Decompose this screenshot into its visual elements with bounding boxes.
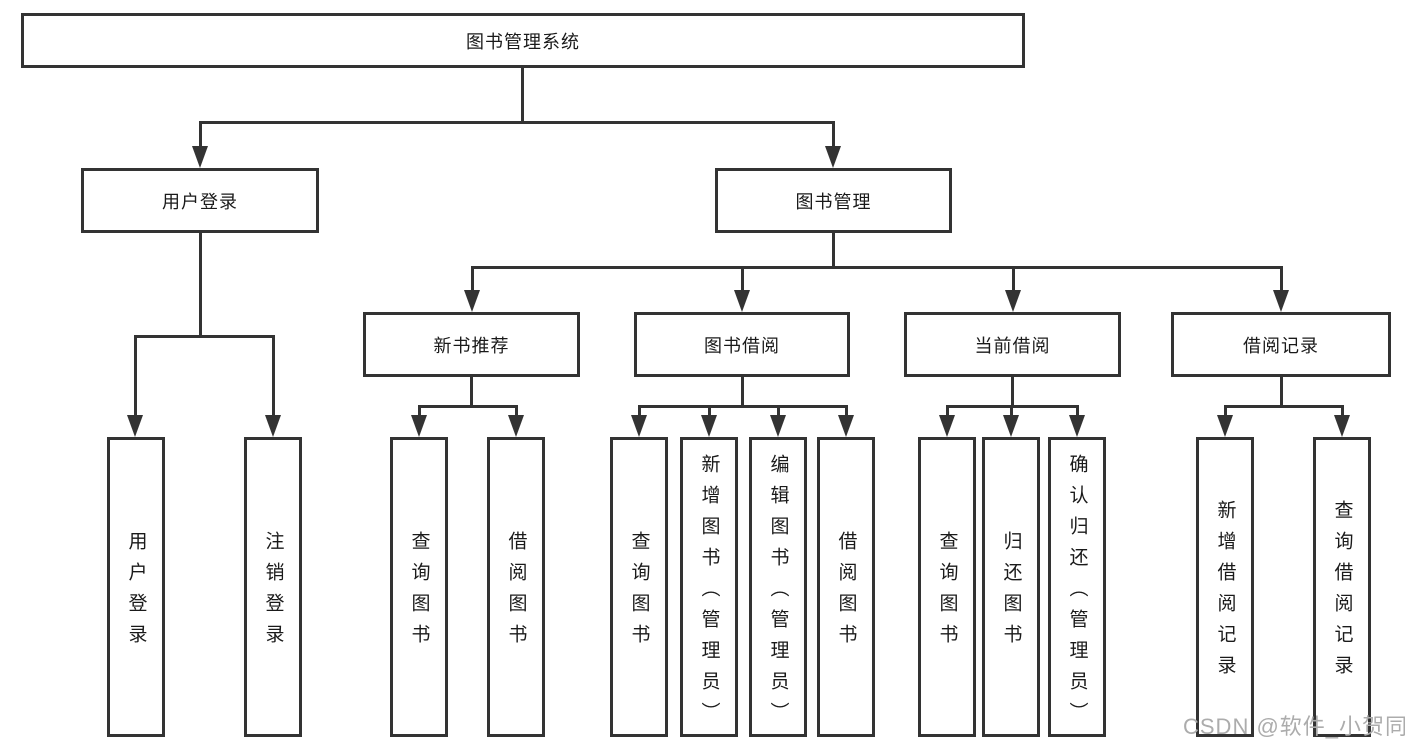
node-label: 图书借阅: [704, 335, 780, 356]
connector-line: [638, 405, 641, 415]
connector-line: [199, 233, 202, 338]
node-user-login: 用户登录: [81, 168, 319, 233]
leaf-user-login: 用户登录: [107, 437, 165, 737]
node-new-book-recommend: 新书推荐: [363, 312, 580, 377]
node-label: 查询借阅记录: [1331, 500, 1353, 686]
arrowhead-down-icon: [939, 415, 955, 437]
node-current-borrow: 当前借阅: [904, 312, 1121, 377]
connector-line: [946, 405, 949, 415]
node-root-system: 图书管理系统: [21, 13, 1025, 68]
connector-line: [521, 68, 524, 124]
connector-line: [199, 121, 835, 124]
leaf-add-books-admin: 新增图书（管理员）: [680, 437, 738, 737]
leaf-return-books: 归还图书: [982, 437, 1040, 737]
node-label: 借阅图书: [835, 531, 857, 655]
connector-line: [1011, 377, 1014, 408]
node-label: 归还图书: [1000, 531, 1022, 655]
leaf-borrow-books: 借阅图书: [817, 437, 875, 737]
leaf-confirm-return-admin: 确认归还（管理员）: [1048, 437, 1106, 737]
node-label: 查询图书: [628, 531, 650, 655]
connector-line: [1010, 405, 1013, 415]
connector-line: [845, 405, 848, 415]
connector-line: [832, 233, 835, 269]
connector-line: [470, 377, 473, 408]
connector-line: [199, 121, 202, 146]
node-label: 新增借阅记录: [1214, 500, 1236, 686]
node-label: 用户登录: [125, 531, 147, 655]
leaf-query-borrow-record: 查询借阅记录: [1313, 437, 1371, 737]
node-label: 图书管理: [795, 191, 872, 212]
csdn-watermark: CSDN @软件_小贺同学: [1183, 714, 1405, 739]
node-label: 编辑图书（管理员）: [767, 453, 789, 733]
arrowhead-down-icon: [127, 415, 143, 437]
connector-line: [272, 335, 275, 415]
node-label: 注销登录: [262, 531, 284, 655]
arrowhead-down-icon: [508, 415, 524, 437]
arrowhead-down-icon: [734, 290, 750, 312]
connector-line: [134, 335, 137, 415]
connector-line: [515, 405, 518, 415]
arrowhead-down-icon: [838, 415, 854, 437]
connector-line: [471, 266, 474, 290]
connector-line: [418, 405, 518, 408]
connector-line: [638, 405, 847, 408]
arrowhead-down-icon: [701, 415, 717, 437]
node-label: 查询图书: [408, 531, 430, 655]
connector-line: [777, 405, 780, 415]
connector-line: [832, 121, 835, 146]
arrowhead-down-icon: [631, 415, 647, 437]
node-borrow-records: 借阅记录: [1171, 312, 1391, 377]
leaf-add-borrow-record: 新增借阅记录: [1196, 437, 1254, 737]
leaf-query-books-current: 查询图书: [918, 437, 976, 737]
node-label: 当前借阅: [974, 335, 1051, 356]
node-book-borrow: 图书借阅: [634, 312, 850, 377]
connector-line: [1224, 405, 1227, 415]
connector-line: [1341, 405, 1344, 415]
node-label: 确认归还（管理员）: [1066, 453, 1088, 733]
connector-line: [1224, 405, 1343, 408]
connector-line: [741, 266, 744, 290]
connector-line: [1012, 266, 1015, 290]
arrowhead-down-icon: [464, 290, 480, 312]
arrowhead-down-icon: [1273, 290, 1289, 312]
node-label: 查询图书: [936, 531, 958, 655]
node-label: 图书管理系统: [466, 31, 580, 52]
node-label: 用户登录: [162, 191, 238, 212]
arrowhead-down-icon: [192, 146, 208, 168]
node-label: 新增图书（管理员）: [698, 453, 720, 733]
connector-line: [708, 405, 711, 415]
node-label: 借阅图书: [505, 531, 527, 655]
connector-line: [1076, 405, 1079, 415]
node-label: 新书推荐: [433, 335, 510, 356]
node-book-management: 图书管理: [715, 168, 952, 233]
arrowhead-down-icon: [1005, 290, 1021, 312]
arrowhead-down-icon: [1003, 415, 1019, 437]
leaf-logout: 注销登录: [244, 437, 302, 737]
connector-line: [471, 266, 1283, 269]
leaf-query-books-borrow: 查询图书: [610, 437, 668, 737]
arrowhead-down-icon: [1334, 415, 1350, 437]
connector-line: [1280, 377, 1283, 408]
node-label: 借阅记录: [1243, 335, 1319, 356]
connector-line: [418, 405, 421, 415]
connector-line: [741, 377, 744, 408]
arrowhead-down-icon: [411, 415, 427, 437]
connector-line: [1280, 266, 1283, 290]
leaf-query-books-recommend: 查询图书: [390, 437, 448, 737]
arrowhead-down-icon: [770, 415, 786, 437]
arrowhead-down-icon: [1069, 415, 1085, 437]
arrowhead-down-icon: [1217, 415, 1233, 437]
connector-line: [134, 335, 274, 338]
leaf-edit-books-admin: 编辑图书（管理员）: [749, 437, 807, 737]
arrowhead-down-icon: [825, 146, 841, 168]
arrowhead-down-icon: [265, 415, 281, 437]
leaf-borrow-books-recommend: 借阅图书: [487, 437, 545, 737]
